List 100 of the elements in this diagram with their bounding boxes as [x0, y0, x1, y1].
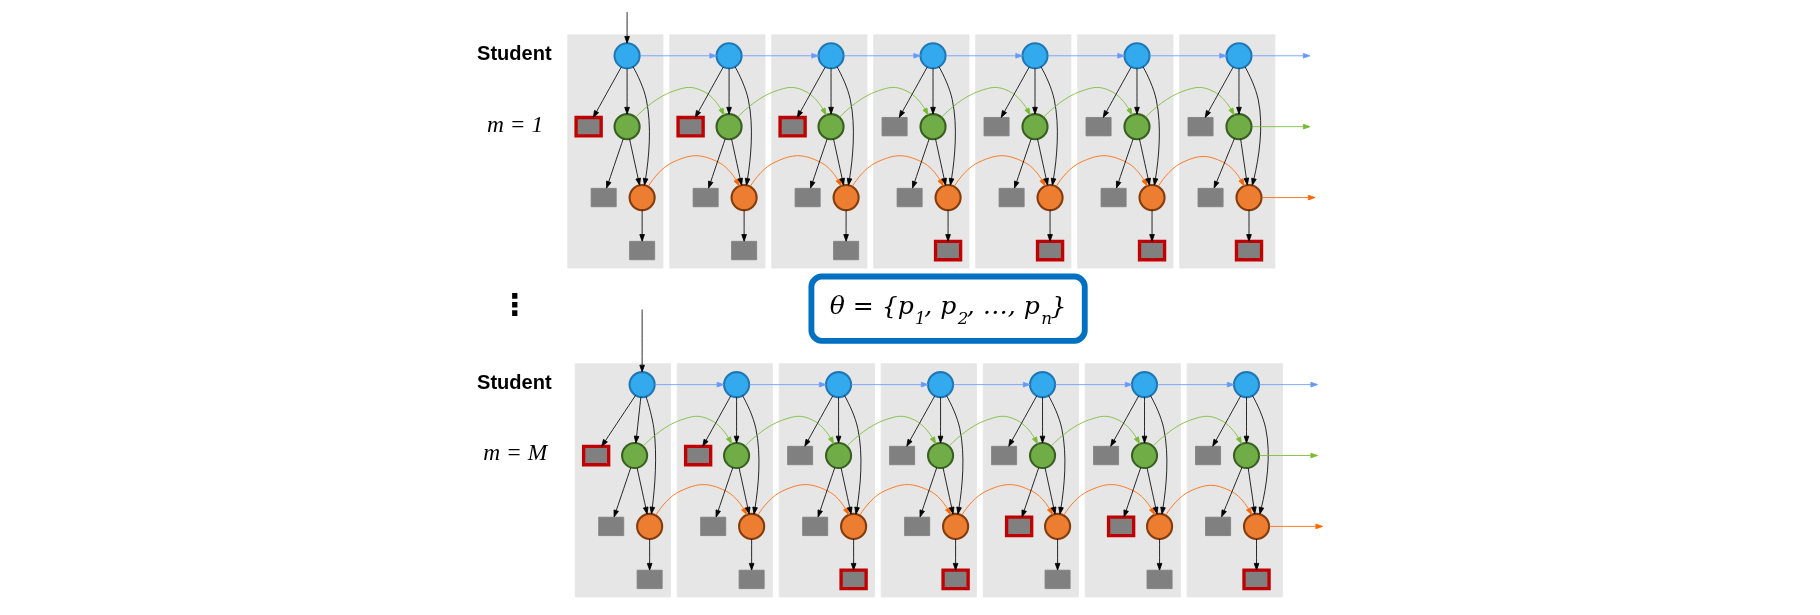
arrow — [655, 484, 748, 516]
arrow — [1212, 395, 1242, 447]
arrow — [1054, 381, 1133, 388]
arrow — [748, 538, 755, 571]
node-box — [787, 445, 814, 466]
arrow — [912, 138, 930, 189]
node-box — [896, 187, 923, 208]
node-circle — [1232, 371, 1261, 399]
arrow — [1047, 209, 1053, 242]
node-box — [581, 444, 611, 467]
arrow — [1139, 138, 1151, 186]
arrow — [937, 396, 944, 444]
arrow — [850, 538, 857, 571]
arrow — [1047, 53, 1125, 59]
arrow — [694, 66, 724, 118]
cluster — [975, 34, 1072, 269]
node-box — [574, 115, 603, 138]
arrow — [757, 484, 850, 516]
node-circle — [628, 371, 656, 399]
arrow — [632, 66, 650, 186]
arrow — [919, 467, 938, 518]
arrow — [833, 138, 845, 186]
cluster — [873, 34, 970, 269]
node-box — [833, 240, 860, 261]
arrow — [624, 11, 630, 44]
node-circle — [926, 441, 955, 470]
arrow — [1141, 396, 1148, 444]
arrow — [1063, 484, 1156, 516]
arrow — [1157, 156, 1245, 187]
arrow — [702, 395, 732, 447]
cluster — [778, 363, 875, 598]
node-circle — [1021, 42, 1049, 70]
arrow — [737, 87, 827, 118]
node-box — [1242, 568, 1271, 591]
cluster — [880, 363, 977, 598]
node-box — [889, 445, 916, 466]
arrow — [1253, 538, 1260, 571]
arrow — [1116, 138, 1134, 189]
node-circle — [621, 441, 649, 470]
arrow — [843, 53, 921, 59]
node-circle — [934, 183, 962, 212]
arrow — [1102, 66, 1132, 118]
arrow — [738, 467, 751, 515]
arrow — [1150, 395, 1168, 515]
node-circle — [715, 42, 743, 70]
arrow — [850, 381, 929, 388]
node-circle — [825, 441, 853, 470]
arrow — [1014, 138, 1032, 189]
arrow — [1149, 53, 1227, 59]
label: Student — [477, 370, 552, 393]
arrow — [1110, 395, 1140, 447]
arrow — [1142, 66, 1160, 186]
arrow — [639, 209, 645, 242]
node-circle — [817, 113, 845, 141]
arrow — [1156, 538, 1163, 571]
arrow — [601, 394, 636, 447]
arrow — [639, 309, 645, 373]
arrow — [1008, 395, 1038, 447]
arrow — [1251, 123, 1311, 130]
node-box — [1197, 187, 1224, 208]
cluster — [1084, 363, 1181, 598]
arrow — [741, 209, 747, 242]
arrow — [1244, 66, 1262, 186]
arrow — [1156, 381, 1235, 388]
node-circle — [942, 512, 970, 540]
arrow — [961, 484, 1054, 516]
node-circle — [1123, 42, 1151, 70]
arrow — [1000, 66, 1030, 118]
cluster — [771, 34, 868, 269]
arrow — [945, 209, 951, 242]
arrow — [898, 66, 928, 118]
arrow — [715, 467, 734, 518]
arrow — [1247, 467, 1257, 515]
node-circle — [723, 371, 751, 399]
arrow — [1032, 67, 1038, 115]
arrow — [906, 395, 936, 447]
arrow — [935, 138, 947, 186]
cluster — [676, 363, 773, 598]
arrow — [1134, 67, 1140, 115]
node-circle — [926, 371, 955, 399]
node-circle — [1235, 183, 1263, 212]
arrow — [1243, 396, 1250, 444]
arrow — [624, 67, 630, 115]
arrow — [796, 66, 826, 118]
node-circle — [817, 42, 845, 70]
node-circle — [730, 183, 758, 212]
node-circle — [1021, 113, 1049, 141]
node-box — [881, 117, 908, 137]
node-box: θ = {p$_{1}$, p$_{2}$, …, p$_{n}$} — [808, 273, 1088, 344]
arrow — [938, 66, 956, 186]
arrow — [851, 155, 944, 187]
label: ⋮ — [499, 287, 530, 323]
arrow — [839, 87, 929, 118]
arrow — [1040, 66, 1058, 186]
node-circle — [1123, 113, 1151, 141]
arrow — [948, 415, 1039, 447]
arrow — [1048, 395, 1066, 515]
node-circle — [715, 113, 743, 141]
arrow — [1258, 452, 1318, 459]
node-circle — [919, 42, 947, 70]
